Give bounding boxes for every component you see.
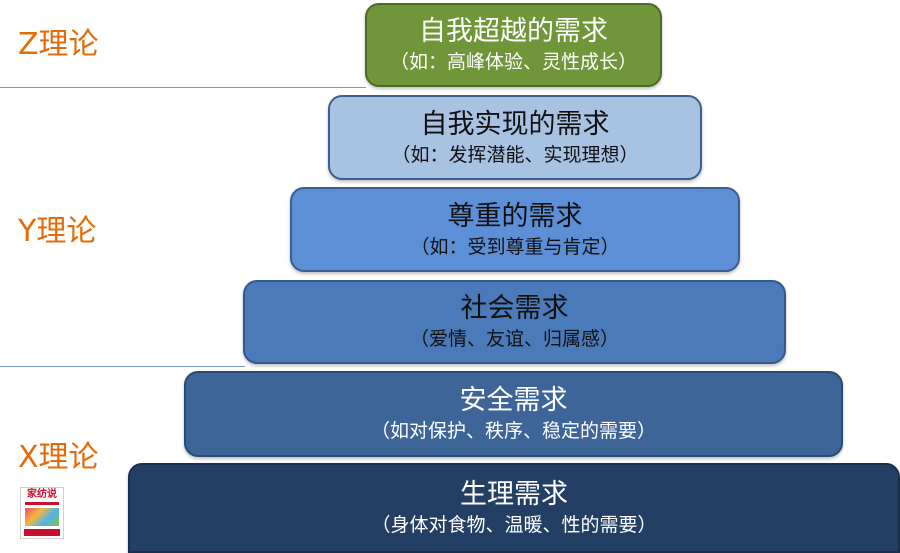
logo-band [24,529,60,536]
logo-text: 家纺说 [27,489,57,500]
level-title: 自我超越的需求 [419,16,608,47]
z-y-divider [0,87,366,88]
level-social: 社会需求 （爱情、友谊、归属感） [243,280,786,364]
level-title: 尊重的需求 [447,200,583,232]
brand-logo: 家纺说 [20,487,64,539]
z-theory-label: Z理论 [18,27,99,62]
level-subtitle: （身体对食物、温暖、性的需要） [371,514,657,536]
level-subtitle: （如：发挥潜能、实现理想） [391,143,639,166]
level-title: 社会需求 [460,293,569,324]
level-self-transcendence: 自我超越的需求 （如：高峰体验、灵性成长） [365,3,662,87]
x-theory-label: X理论 [18,440,99,475]
level-subtitle: （如：受到尊重与肯定） [410,235,620,258]
level-title: 生理需求 [460,479,568,510]
logo-image [25,508,59,526]
level-physiological: 生理需求 （身体对食物、温暖、性的需要） [128,463,900,553]
y-theory-label: Y理论 [18,214,97,249]
level-title: 安全需求 [459,385,568,416]
level-subtitle: （爱情、友谊、归属感） [409,328,619,350]
level-subtitle: （如：高峰体验、灵性成长） [389,51,637,73]
level-esteem: 尊重的需求 （如：受到尊重与肯定） [290,187,740,272]
level-safety: 安全需求 （如对保护、秩序、稳定的需要） [184,371,843,457]
logo-stripe [25,502,59,505]
level-self-actualization: 自我实现的需求 （如：发挥潜能、实现理想） [328,95,702,180]
level-title: 自我实现的需求 [420,108,610,140]
level-subtitle: （如对保护、秩序、稳定的需要） [370,420,656,442]
y-x-divider [0,366,245,367]
